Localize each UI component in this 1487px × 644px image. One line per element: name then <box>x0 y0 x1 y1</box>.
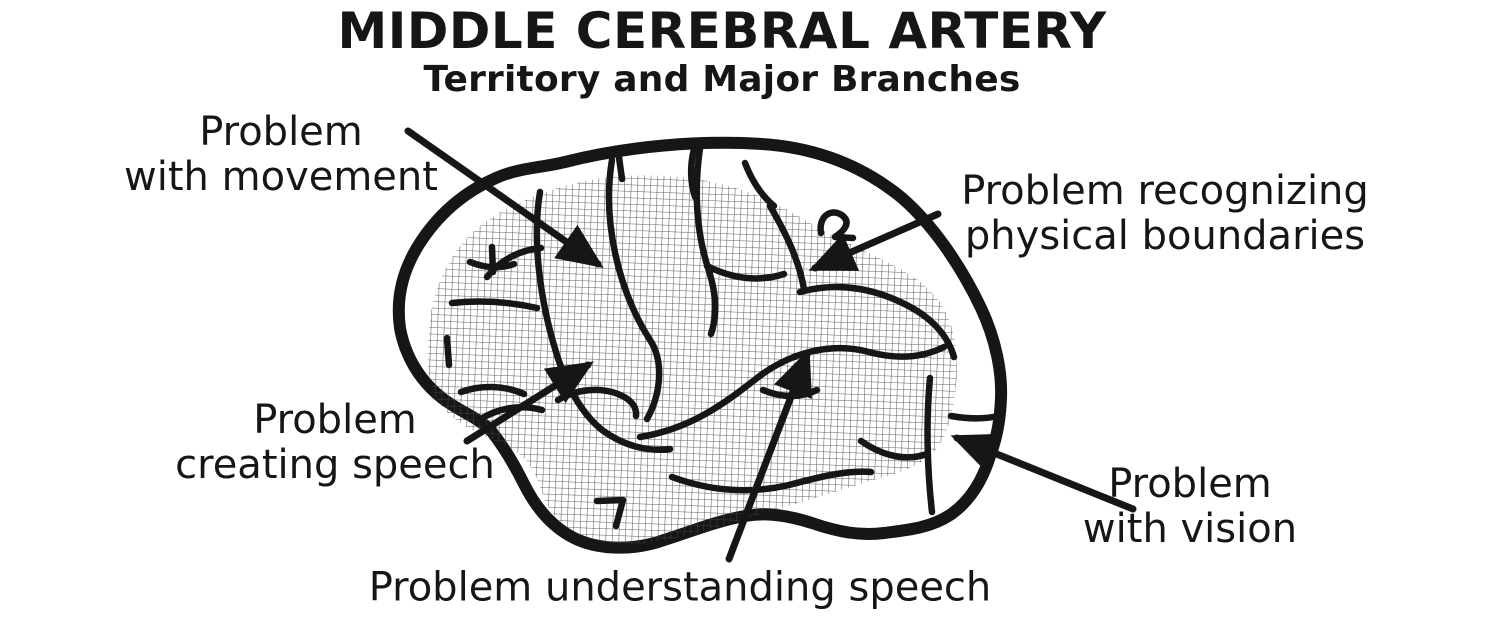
callout-line: with movement <box>124 154 438 200</box>
callout-line: Problem <box>199 109 363 156</box>
arrow-problem-recognizing-boundaries <box>808 210 942 272</box>
callout-problem-understanding-speech: Problem understanding speech <box>368 564 992 611</box>
callout-problem-with-vision: Problem with vision <box>1083 462 1297 552</box>
arrow-problem-with-movement <box>404 127 604 268</box>
arrow-problem-with-vision <box>950 433 1137 513</box>
callout-line: Problem <box>253 397 417 444</box>
callout-problem-recognizing-boundaries: Problem recognizing physical boundaries <box>961 169 1369 259</box>
callout-line: Problem recognizing <box>961 168 1369 215</box>
callout-line: creating speech <box>175 442 495 488</box>
callout-line: physical boundaries <box>964 213 1366 259</box>
arrow-problem-creating-speech <box>463 361 594 445</box>
callout-line: Problem understanding speech <box>368 564 992 611</box>
page-title: MIDDLE CEREBRAL ARTERY <box>337 2 1107 60</box>
callout-line: with vision <box>1082 506 1298 552</box>
arrow-problem-understanding-speech <box>725 348 812 563</box>
mca-branches <box>443 144 1002 530</box>
page-subtitle: Territory and Major Branches <box>423 59 1021 100</box>
callout-problem-creating-speech: Problem creating speech <box>175 398 495 488</box>
annotation-arrows <box>404 127 1137 563</box>
callout-line: Problem <box>1108 461 1272 508</box>
callout-problem-with-movement: Problem with movement <box>124 110 438 200</box>
